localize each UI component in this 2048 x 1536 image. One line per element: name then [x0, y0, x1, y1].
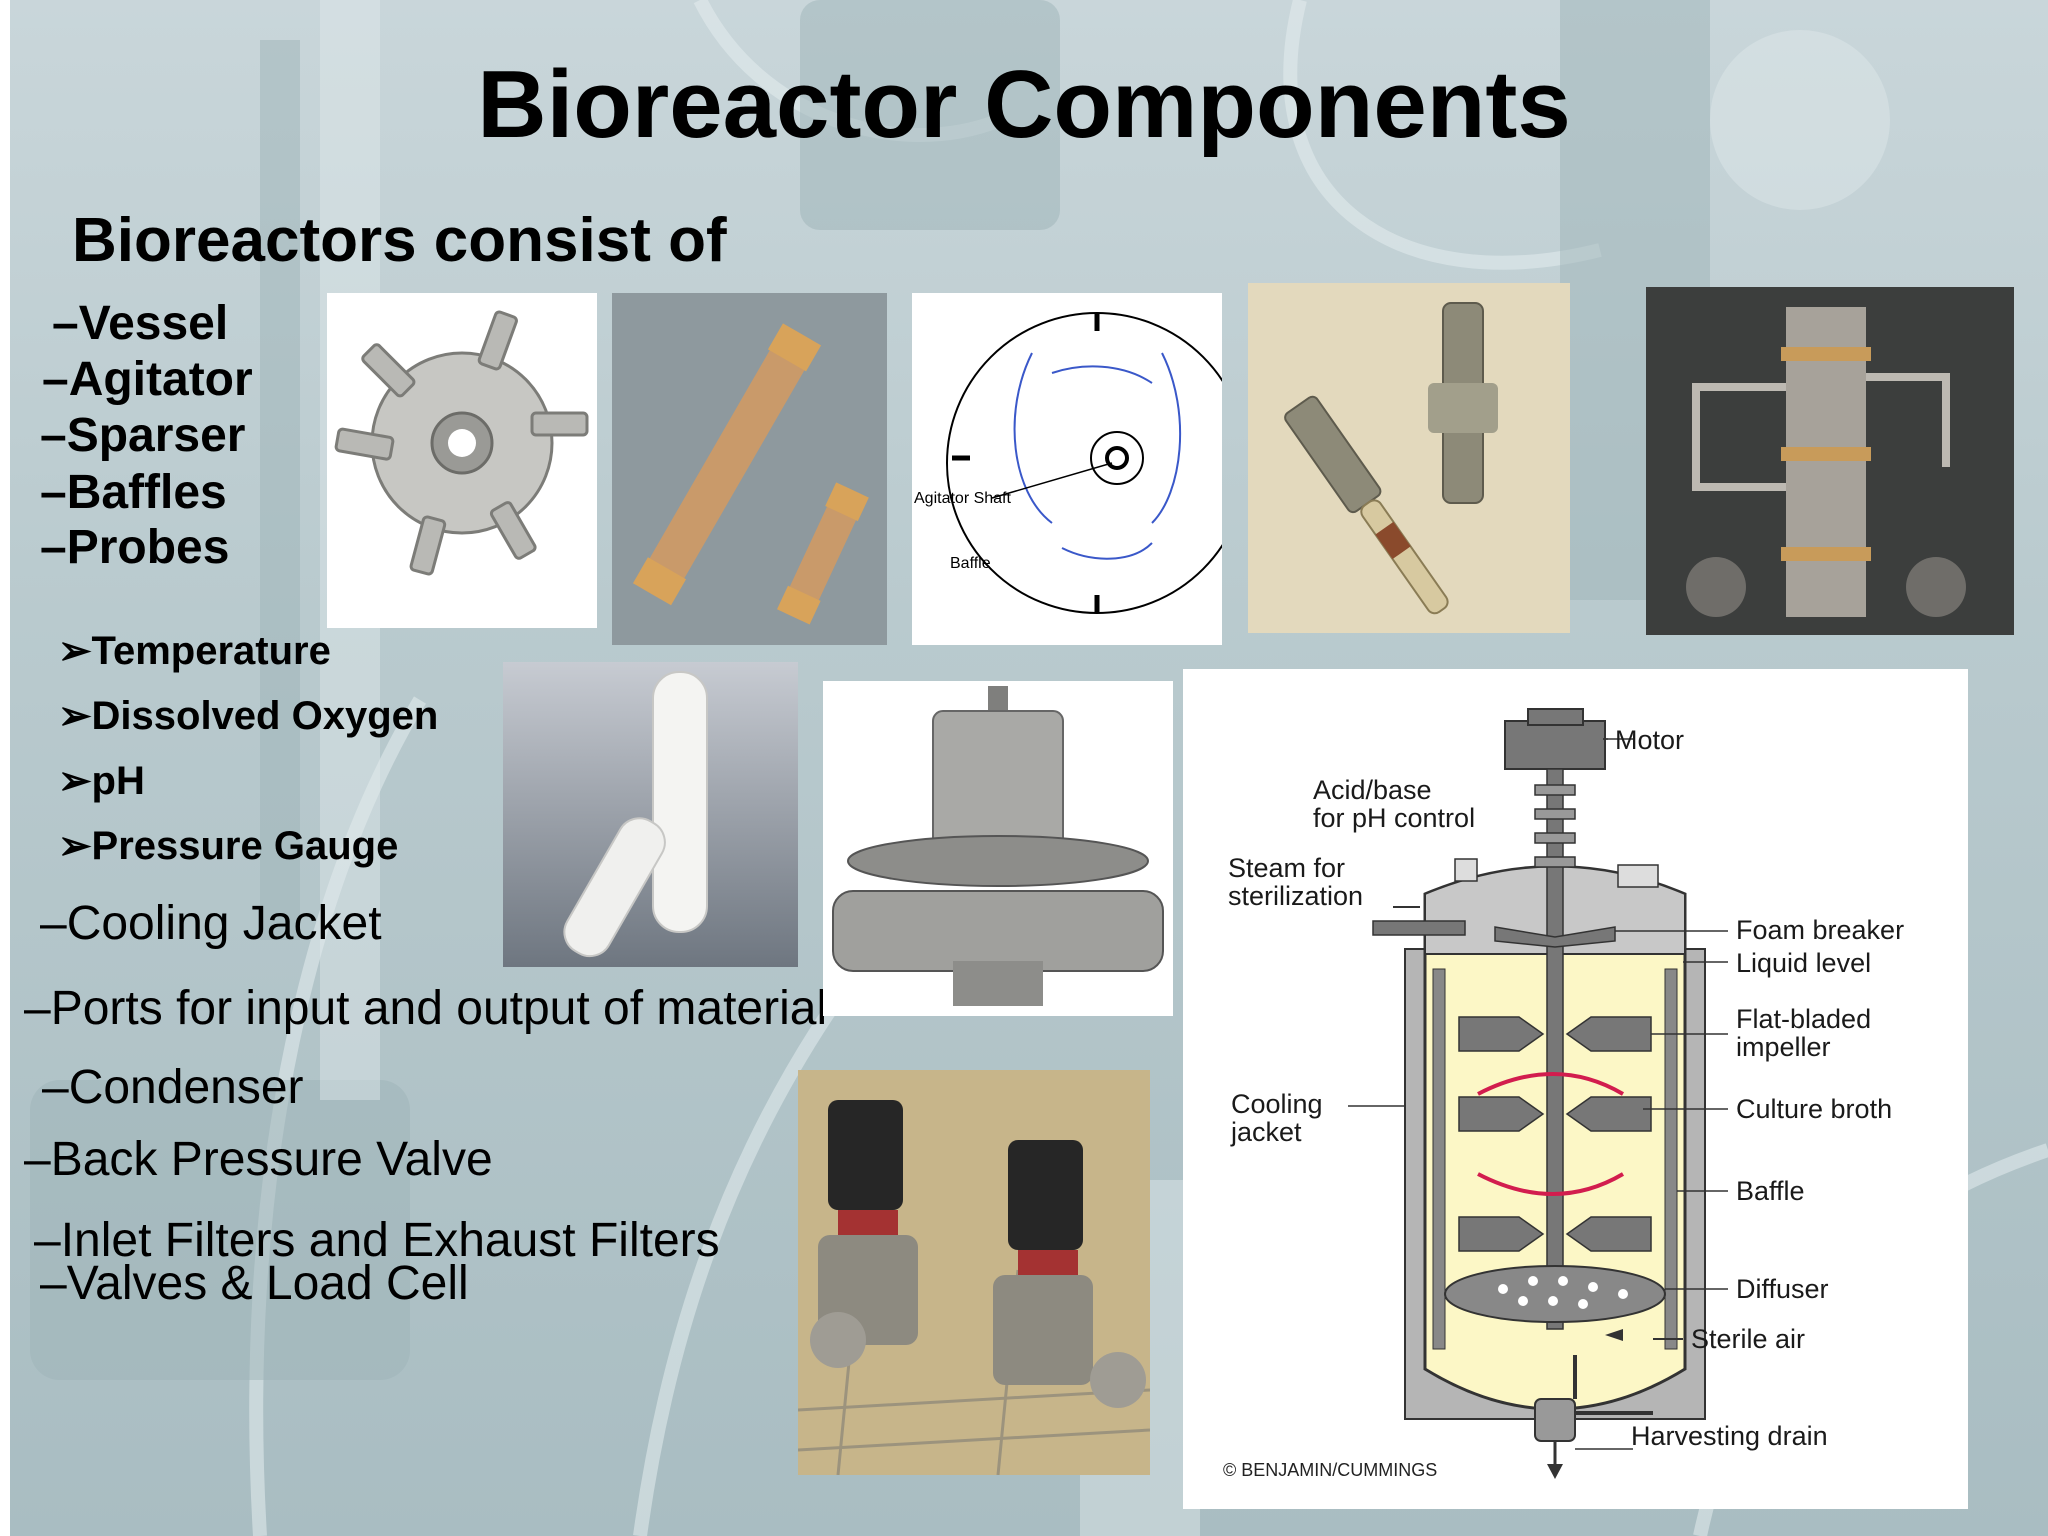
list-item-valves: –Valves & Load Cell [40, 1257, 469, 1310]
copyright-label: © BENJAMIN/CUMMINGS [1223, 1460, 1437, 1480]
list-item-filters: –Inlet Filters and Exhaust Filters [34, 1214, 720, 1267]
pressure-regulator-photo [823, 681, 1173, 1016]
agitator-shaft-label: Agitator Shaft [914, 490, 1012, 507]
liquid-level-label: Liquid level [1736, 948, 1871, 978]
list-item-probes: –Probes [40, 521, 230, 574]
list-item-ports: –Ports for input and output of material [24, 982, 828, 1035]
steam-label-1: Steam for [1228, 853, 1345, 883]
probe-ph: ➢pH [58, 759, 145, 803]
list-item-back-pressure-valve: –Back Pressure Valve [24, 1133, 493, 1186]
probe-photo [1248, 283, 1570, 633]
diaphragm-valve-photo [798, 1070, 1150, 1475]
baffle-label: Baffle [950, 555, 991, 572]
list-item-cooling-jacket: –Cooling Jacket [40, 897, 382, 950]
acid-base-label-1: Acid/base [1313, 775, 1432, 805]
list-item-sparser: –Sparser [40, 409, 246, 462]
left-edge-strip [0, 0, 10, 1536]
list-item-baffles: –Baffles [40, 466, 227, 519]
impeller-photo [327, 293, 597, 628]
cooling-jacket-label-2: jacket [1230, 1117, 1302, 1147]
probe-pressure-gauge: ➢Pressure Gauge [58, 824, 399, 868]
list-item-condenser: –Condenser [42, 1061, 304, 1114]
probe-temperature: ➢Temperature [58, 629, 331, 673]
sparger-photo [612, 293, 887, 645]
impeller-label-1: Flat-bladed [1736, 1004, 1871, 1034]
sterile-air-label: Sterile air [1691, 1324, 1805, 1354]
list-item-vessel: –Vessel [52, 297, 229, 350]
cooling-jacket-label-1: Cooling [1231, 1089, 1323, 1119]
slide-subtitle: Bioreactors consist of [72, 206, 727, 275]
bioreactor-diagram: Motor Acid/base for pH control Steam for… [1183, 669, 1968, 1509]
diffuser-label: Diffuser [1736, 1274, 1829, 1304]
harvesting-drain-label: Harvesting drain [1631, 1421, 1828, 1451]
probe-dissolved-oxygen: ➢Dissolved Oxygen [58, 694, 439, 738]
baffle-label-diagram: Baffle [1736, 1176, 1805, 1206]
slide-title: Bioreactor Components [477, 51, 1571, 158]
motor-label: Motor [1615, 725, 1684, 755]
culture-broth-label: Culture broth [1736, 1094, 1892, 1124]
steam-label-2: sterilization [1228, 881, 1363, 911]
impeller-label-2: impeller [1736, 1032, 1831, 1062]
filter-cartridge-photo [503, 662, 798, 967]
list-item-agitator: –Agitator [42, 353, 253, 406]
condenser-photo [1646, 287, 2014, 635]
baffle-diagram: Agitator Shaft Baffle [912, 293, 1222, 645]
foam-breaker-label: Foam breaker [1736, 915, 1904, 945]
acid-base-label-2: for pH control [1313, 803, 1475, 833]
